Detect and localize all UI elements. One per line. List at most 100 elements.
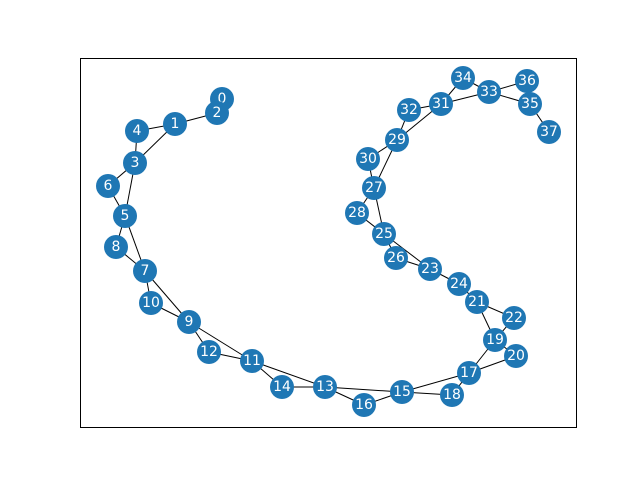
node-circle xyxy=(96,174,120,198)
node-circle xyxy=(429,92,453,116)
node-10: 10 xyxy=(139,291,163,315)
node-circle xyxy=(418,257,442,281)
node-label: 25 xyxy=(375,226,393,242)
node-label: 34 xyxy=(454,70,472,86)
node-circle xyxy=(352,393,376,417)
node-14: 14 xyxy=(270,375,294,399)
node-circle xyxy=(125,119,149,143)
node-35: 35 xyxy=(518,92,542,116)
node-label: 21 xyxy=(468,294,486,310)
node-label: 29 xyxy=(388,132,406,148)
node-label: 11 xyxy=(243,353,261,369)
node-19: 19 xyxy=(483,328,507,352)
node-label: 24 xyxy=(450,276,468,292)
node-22: 22 xyxy=(502,306,526,330)
node-30: 30 xyxy=(356,147,380,171)
node-circle xyxy=(440,383,464,407)
node-label: 31 xyxy=(432,96,450,112)
node-circle xyxy=(313,375,337,399)
node-33: 33 xyxy=(477,80,501,104)
edge-9-11 xyxy=(188,321,253,362)
node-25: 25 xyxy=(372,222,396,246)
node-label: 22 xyxy=(505,310,523,326)
node-11: 11 xyxy=(240,349,264,373)
node-circle xyxy=(205,101,229,125)
node-circle xyxy=(384,246,408,270)
node-label: 12 xyxy=(200,344,218,360)
node-circle xyxy=(270,375,294,399)
node-26: 26 xyxy=(384,246,408,270)
node-label: 16 xyxy=(355,397,373,413)
node-circle xyxy=(113,204,137,228)
node-6: 6 xyxy=(96,174,120,198)
node-23: 23 xyxy=(418,257,442,281)
node-8: 8 xyxy=(104,235,128,259)
node-28: 28 xyxy=(345,201,369,225)
node-circle xyxy=(197,340,221,364)
node-circle xyxy=(133,259,157,283)
node-circle xyxy=(483,328,507,352)
node-label: 30 xyxy=(359,151,377,167)
node-label: 2 xyxy=(213,105,222,121)
node-circle xyxy=(397,98,421,122)
node-label: 17 xyxy=(460,365,478,381)
node-24: 24 xyxy=(447,272,471,296)
node-label: 9 xyxy=(185,314,194,330)
node-circle xyxy=(537,120,561,144)
node-label: 26 xyxy=(387,250,405,266)
node-label: 8 xyxy=(112,239,121,255)
node-27: 27 xyxy=(362,176,386,200)
node-circle xyxy=(139,291,163,315)
node-label: 1 xyxy=(171,116,180,132)
node-label: 0 xyxy=(218,91,227,107)
node-circle xyxy=(518,92,542,116)
node-circle xyxy=(457,361,481,385)
node-3: 3 xyxy=(123,151,147,175)
node-circle xyxy=(240,349,264,373)
node-circle xyxy=(447,272,471,296)
node-36: 36 xyxy=(515,69,539,93)
node-circle xyxy=(451,66,475,90)
node-31: 31 xyxy=(429,92,453,116)
node-circle xyxy=(362,176,386,200)
node-17: 17 xyxy=(457,361,481,385)
plot-frame xyxy=(80,58,577,428)
node-9: 9 xyxy=(177,310,201,334)
node-label: 18 xyxy=(443,387,461,403)
node-label: 36 xyxy=(518,73,536,89)
node-label: 5 xyxy=(121,208,130,224)
node-34: 34 xyxy=(451,66,475,90)
node-label: 35 xyxy=(521,96,539,112)
node-13: 13 xyxy=(313,375,337,399)
node-circle xyxy=(356,147,380,171)
node-label: 37 xyxy=(540,124,558,140)
node-21: 21 xyxy=(465,290,489,314)
node-label: 28 xyxy=(348,205,366,221)
node-circle xyxy=(177,310,201,334)
node-circle xyxy=(477,80,501,104)
node-circle xyxy=(163,112,187,136)
node-29: 29 xyxy=(385,128,409,152)
node-4: 4 xyxy=(125,119,149,143)
node-label: 15 xyxy=(393,384,411,400)
node-label: 20 xyxy=(507,348,525,364)
node-label: 4 xyxy=(133,123,142,139)
node-5: 5 xyxy=(113,204,137,228)
node-label: 19 xyxy=(486,332,504,348)
node-circle xyxy=(504,344,528,368)
node-label: 14 xyxy=(273,379,291,395)
node-circle xyxy=(372,222,396,246)
node-12: 12 xyxy=(197,340,221,364)
node-label: 7 xyxy=(141,263,150,279)
node-circle xyxy=(123,151,147,175)
node-label: 13 xyxy=(316,379,334,395)
node-circle xyxy=(345,201,369,225)
node-37: 37 xyxy=(537,120,561,144)
node-label: 6 xyxy=(104,178,113,194)
node-32: 32 xyxy=(397,98,421,122)
node-label: 33 xyxy=(480,84,498,100)
node-circle xyxy=(104,235,128,259)
edge-13-15 xyxy=(324,386,403,393)
